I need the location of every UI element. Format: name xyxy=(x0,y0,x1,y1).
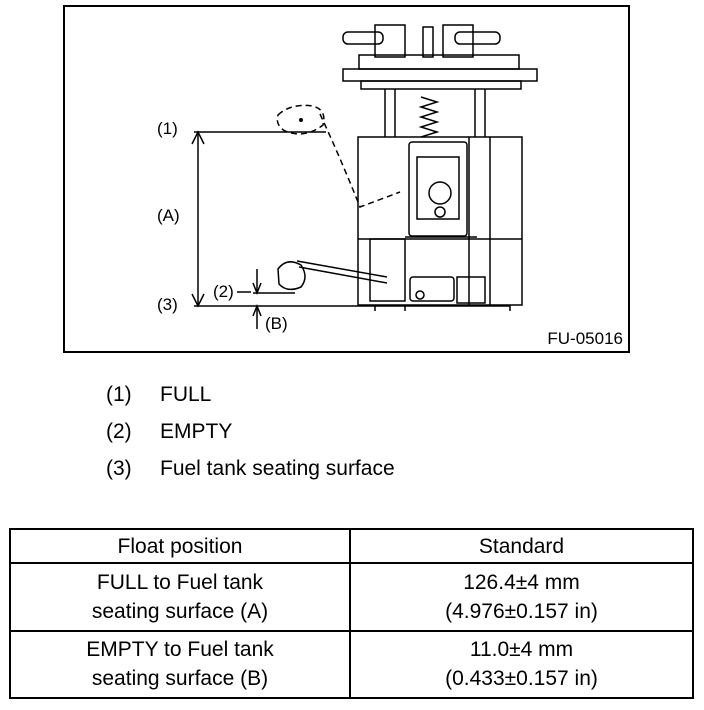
legend-text: EMPTY xyxy=(160,420,233,443)
float-position-cell: EMPTY to Fuel tank seating surface (B) xyxy=(9,629,351,699)
dimension-a-arrow-top xyxy=(191,130,205,145)
standard-cell: 11.0±4 mm (0.433±0.157 in) xyxy=(349,629,694,699)
legend-text: Fuel tank seating surface xyxy=(160,457,395,480)
dimension-b-arrow-top xyxy=(252,282,262,296)
header-float-position: Float position xyxy=(9,528,351,564)
cell-line: (4.976±0.157 in) xyxy=(445,599,598,623)
float-full-dashed xyxy=(276,104,325,135)
figure-code: FU-05016 xyxy=(547,329,623,348)
callout-empty: (2) xyxy=(213,282,234,301)
dimension-b-arrow-bottom xyxy=(252,303,262,317)
legend-text: FULL xyxy=(160,383,212,406)
fuel-sender-unit xyxy=(408,141,468,237)
legend-number: (1) xyxy=(106,383,132,406)
callout-seating: (3) xyxy=(157,295,178,314)
cell-line: 11.0±4 mm xyxy=(469,638,574,662)
fuel-pump-figure: (1) (A) (2) (3) (B) FU-05016 xyxy=(63,5,630,353)
table-row: EMPTY to Fuel tank seating surface (B) 1… xyxy=(9,629,694,699)
dimension-a-arrow-bottom xyxy=(191,293,205,308)
pump-body xyxy=(357,136,523,306)
legend-number: (2) xyxy=(106,420,132,443)
cell-line: (0.433±0.157 in) xyxy=(445,667,598,691)
pump-spring xyxy=(418,96,440,138)
cell-line: seating surface (B) xyxy=(91,667,269,691)
cell-line: seating surface (A) xyxy=(91,599,269,623)
float-position-cell: FULL to Fuel tank seating surface (A) xyxy=(9,562,351,632)
cell-line: 126.4±4 mm xyxy=(463,570,580,594)
callout-a: (A) xyxy=(157,206,180,225)
specification-table: Float position Standard FULL to Fuel tan… xyxy=(9,528,694,699)
header-standard: Standard xyxy=(349,528,694,564)
table-header-row: Float position Standard xyxy=(9,528,694,564)
standard-cell: 126.4±4 mm (4.976±0.157 in) xyxy=(349,562,694,632)
pump-flange xyxy=(342,68,538,82)
float-arm-full-dashed xyxy=(319,113,401,208)
callout-full: (1) xyxy=(157,119,178,138)
float-empty xyxy=(277,261,306,291)
cell-line: FULL to Fuel tank xyxy=(96,570,264,594)
cell-line: EMPTY to Fuel tank xyxy=(86,638,274,662)
legend-number: (3) xyxy=(106,457,132,480)
fuel-pump-drawing xyxy=(191,24,538,329)
callout-b: (B) xyxy=(265,314,288,333)
table-row: FULL to Fuel tank seating surface (A) 12… xyxy=(9,562,694,632)
